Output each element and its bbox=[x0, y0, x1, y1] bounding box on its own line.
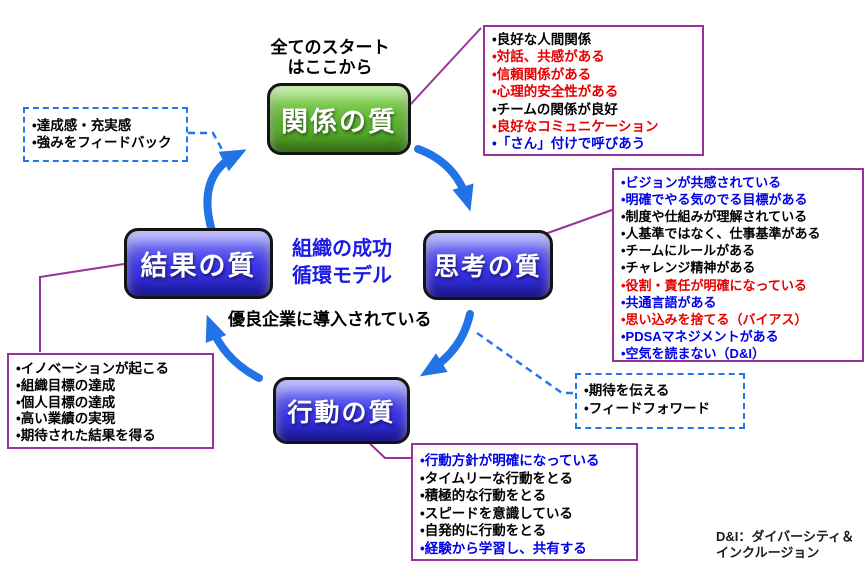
connector-result-callout bbox=[39, 263, 125, 352]
callout-item: •役割・責任が明確になっている bbox=[621, 277, 807, 293]
callout-item: •積極的な行動をとる bbox=[420, 488, 547, 504]
callout-action-quality: •行動方針が明確になっている •タイムリーな行動をとる •積極的な行動をとる•スピー… bbox=[411, 443, 638, 561]
callout-item: •制度や仕組みが理解されている bbox=[621, 209, 808, 225]
callout-item: •フィードフォワード bbox=[584, 401, 710, 416]
callout-item: •行動方針が明確になっている bbox=[420, 453, 600, 468]
node-result-label: 結果の質 bbox=[140, 251, 257, 281]
callout-item: •自発的に行動をとる bbox=[420, 523, 547, 539]
callout-feedforward: •期待を伝える •フィードフォワード bbox=[575, 373, 745, 429]
callout-item: •期待を伝える bbox=[584, 383, 670, 398]
node-thinking-quality: 思考の質 bbox=[423, 230, 553, 300]
callout-item: •思い込みを捨てる（バイアス） bbox=[621, 311, 808, 327]
callout-item: •チームにルールがある bbox=[621, 243, 756, 259]
diagram-subtitle: 優良企業に導入されている bbox=[228, 310, 432, 329]
cycle-arrow-result-to-relation bbox=[203, 149, 247, 235]
callout-feedback: •達成感・充実感 •強みをフィードバック bbox=[23, 107, 188, 162]
callout-item: •タイムリーな行動をとる bbox=[420, 470, 573, 486]
callout-thinking-quality: •ビジョンが共感されている •明確でやる気のでる目標がある•制度や仕組みが理解され… bbox=[612, 168, 864, 362]
node-result-quality: 結果の質 bbox=[124, 228, 273, 299]
callout-item: •組織目標の達成 bbox=[16, 377, 116, 393]
callout-item: •スピードを意識している bbox=[420, 505, 573, 521]
node-thinking-label: 思考の質 bbox=[433, 253, 542, 281]
node-action-quality: 行動の質 bbox=[273, 377, 410, 444]
callout-item: •期待された結果を得る bbox=[16, 428, 156, 444]
connector-relation-callout bbox=[408, 27, 482, 107]
callout-item: •明確でやる気のでる目標がある bbox=[621, 192, 808, 208]
callout-item: •強みをフィードバック bbox=[32, 135, 172, 150]
callout-item: •心理的安全性がある bbox=[492, 84, 619, 100]
callout-result-quality: •イノベーションが起こる•組織目標の達成•個人目標の達成•高い業績の実現•期待さ… bbox=[7, 353, 214, 449]
callout-item: •経験から学習し、共有する bbox=[420, 540, 587, 556]
callout-item: •「さん」付けで呼びあう bbox=[492, 136, 646, 152]
diagram-title-line1: 組織の成功 bbox=[292, 238, 392, 260]
node-relation-quality: 関係の質 bbox=[267, 83, 411, 155]
callout-item: •チームの関係が良好 bbox=[492, 101, 618, 117]
callout-item: •良好なコミュニケーション bbox=[492, 119, 659, 135]
callout-item: •高い業績の実現 bbox=[16, 411, 116, 427]
connector-thinking-callout bbox=[544, 209, 613, 235]
start-here-line2: はここから bbox=[287, 58, 373, 77]
start-here-label: 全てのスタート はここから bbox=[250, 38, 410, 78]
callout-item: •チャレンジ精神がある bbox=[621, 260, 756, 276]
start-here-line1: 全てのスタート bbox=[270, 38, 390, 57]
connector-action-callout bbox=[362, 436, 411, 459]
callout-item: •達成感・充実感 bbox=[32, 118, 132, 133]
connector-feedforward-dashed bbox=[476, 331, 576, 395]
node-relation-label: 関係の質 bbox=[281, 106, 397, 137]
callout-item: •個人目標の達成 bbox=[16, 394, 116, 410]
callout-item: •ビジョンが共感されている bbox=[621, 175, 782, 190]
dandi-footnote-line1: D&I：ダイバーシティ＆ bbox=[716, 529, 855, 544]
callout-item: •良好な人間関係 bbox=[492, 32, 592, 47]
callout-item: •空気を読まない（D&I） bbox=[621, 345, 765, 361]
callout-item: •共通言語がある bbox=[621, 294, 717, 310]
callout-item: •PDSAマネジメントがある bbox=[621, 328, 779, 344]
callout-item: •イノベーションが起こる bbox=[16, 361, 169, 376]
callout-item: •信頼関係がある bbox=[492, 66, 592, 82]
diagram-title-line2: 循環モデル bbox=[292, 265, 392, 287]
node-action-label: 行動の質 bbox=[287, 398, 396, 427]
callout-item: •人基準ではなく、仕事基準がある bbox=[621, 226, 821, 242]
callout-relation-quality: •良好な人間関係 •対話、共感がある•信頼関係がある •心理的安全性がある•チームの… bbox=[483, 25, 704, 156]
diagram-title: 組織の成功 循環モデル bbox=[277, 236, 407, 290]
callout-item: •対話、共感がある bbox=[492, 49, 605, 65]
dandi-footnote: D&I：ダイバーシティ＆ インクルージョン bbox=[716, 529, 854, 561]
dandi-footnote-line2: インクルージョン bbox=[716, 545, 820, 560]
cycle-arrow-relation-to-thinking bbox=[414, 145, 474, 212]
cycle-arrow-action-to-result bbox=[205, 314, 263, 382]
cycle-arrow-thinking-to-action bbox=[419, 310, 474, 377]
